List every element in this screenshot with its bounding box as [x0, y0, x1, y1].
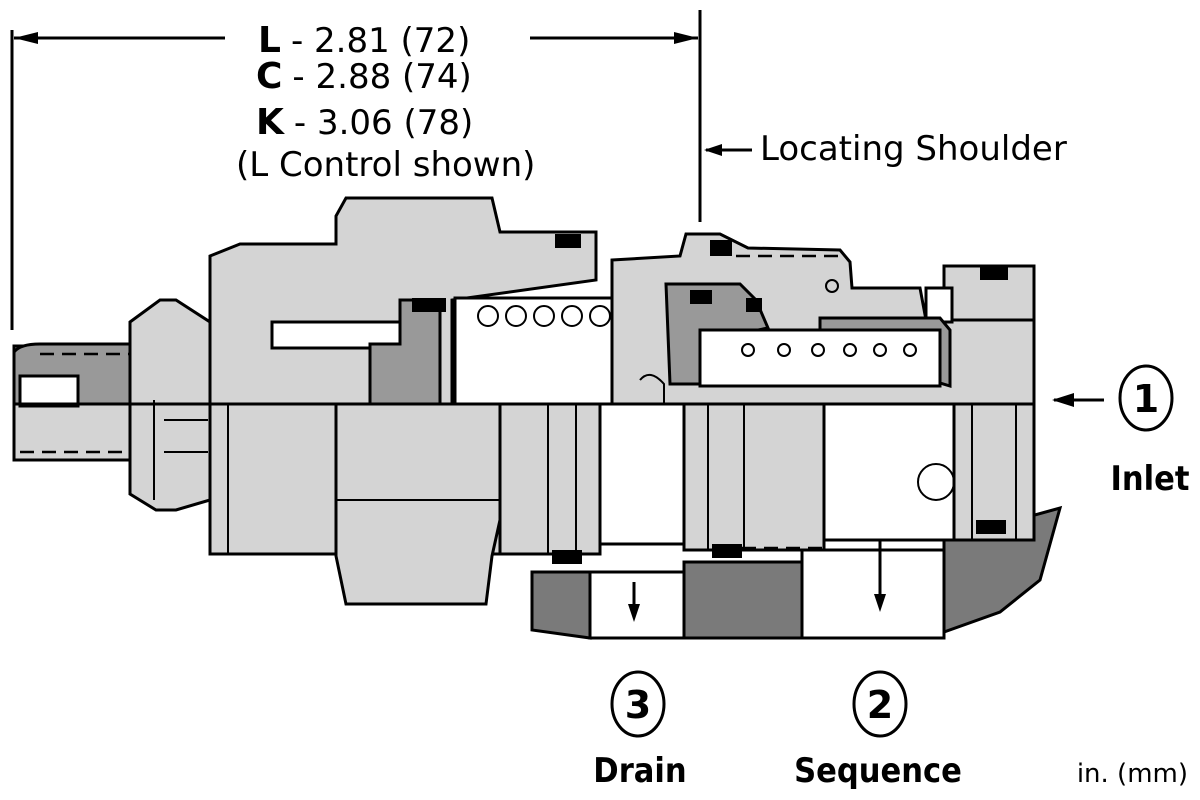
seal-lower-3 — [976, 520, 1006, 534]
dimension-value-k: - 3.06 (78) — [294, 103, 473, 143]
dimension-row-k: K - 3.06 (78) — [256, 102, 473, 143]
locating-shoulder-callout: Locating Shoulder — [704, 129, 1067, 169]
flow-arrows — [628, 393, 1104, 622]
cartridge-land-1 — [498, 402, 602, 556]
poppet-spring-coil — [873, 343, 887, 357]
port-label-sequence: Sequence — [794, 751, 962, 791]
dimension-group: L - 2.81 (72) C - 2.88 (74) K - 3.06 (78… — [10, 10, 702, 330]
port-number-2: 2 — [867, 683, 893, 727]
dimension-code-c: C — [256, 56, 282, 97]
callout-arrow — [704, 144, 722, 156]
dimension-value-l: - 2.81 (72) — [291, 21, 470, 61]
spring-coil — [505, 305, 527, 327]
sleeve-vent-hole — [825, 279, 839, 293]
poppet-spring-coil — [811, 343, 825, 357]
port-inlet: 1 Inlet — [1110, 364, 1190, 499]
dimension-row-l: L - 2.81 (72) — [258, 20, 470, 61]
port-label-inlet: Inlet — [1110, 459, 1189, 499]
bonnet-seal-top — [555, 234, 581, 248]
sequence-arrow-head — [874, 594, 886, 612]
port-number-circle-2 — [852, 670, 908, 738]
poppet-spring-coil — [843, 343, 857, 357]
spring-coil — [589, 305, 611, 327]
port-sequence: 2 Sequence — [794, 670, 962, 791]
poppet-spring-coil — [777, 343, 791, 357]
poppet-spring-coil — [903, 343, 917, 357]
seal-lower-2 — [712, 544, 742, 558]
cartridge-land-3 — [952, 402, 1036, 542]
dimension-code-k: K — [256, 102, 285, 143]
dimension-row-c: C - 2.88 (74) — [256, 56, 472, 97]
spring-coil — [533, 305, 555, 327]
port-drain: 3 Drain — [593, 670, 687, 791]
dimension-note: (L Control shown) — [236, 145, 535, 185]
port-label-drain: Drain — [593, 751, 686, 791]
cavity-section-left — [530, 570, 592, 640]
spring-coil — [477, 305, 499, 327]
sleeve-seal-top — [710, 240, 732, 256]
sleeve-assembly — [610, 232, 1036, 406]
sleeve-seal-end — [980, 266, 1008, 280]
bonnet-seal-inner — [412, 298, 446, 312]
cavity-section-middle — [682, 560, 804, 640]
port-number-circle-3 — [610, 670, 666, 738]
sequence-groove — [822, 402, 956, 542]
sequence-port-passage — [800, 548, 946, 640]
inlet-orifice — [917, 463, 955, 501]
port-number-3: 3 — [625, 683, 651, 727]
cartridge-body-lower — [498, 402, 1036, 564]
sleeve-chamfer — [639, 373, 665, 404]
port-number-circle-1 — [1118, 364, 1174, 432]
spring-coil — [561, 305, 583, 327]
dimension-value-c: - 2.88 (74) — [292, 57, 471, 97]
poppet-seal — [690, 290, 712, 304]
dimension-code-l: L — [258, 20, 281, 61]
port-number-1: 1 — [1133, 377, 1159, 421]
seal-lower-1 — [552, 550, 582, 564]
inlet-arrow-head — [1052, 393, 1074, 407]
dimension-arrow-left — [14, 32, 38, 44]
units-label: in. (mm) — [1077, 759, 1188, 789]
poppet-spring-bore — [698, 328, 942, 388]
callout-shoulder-label: Locating Shoulder — [760, 129, 1067, 169]
stem-hex-socket — [18, 374, 80, 408]
bonnet-hex — [334, 402, 502, 606]
poppet-spring-coils — [741, 343, 917, 357]
poppet-seal-small — [746, 298, 762, 312]
drain-groove — [598, 402, 686, 546]
bonnet-housing — [208, 196, 598, 606]
drain-arrow-head — [628, 604, 640, 622]
cartridge-land-2 — [682, 402, 826, 552]
poppet-spring-coil — [741, 343, 755, 357]
dimension-arrow-right — [674, 32, 698, 44]
